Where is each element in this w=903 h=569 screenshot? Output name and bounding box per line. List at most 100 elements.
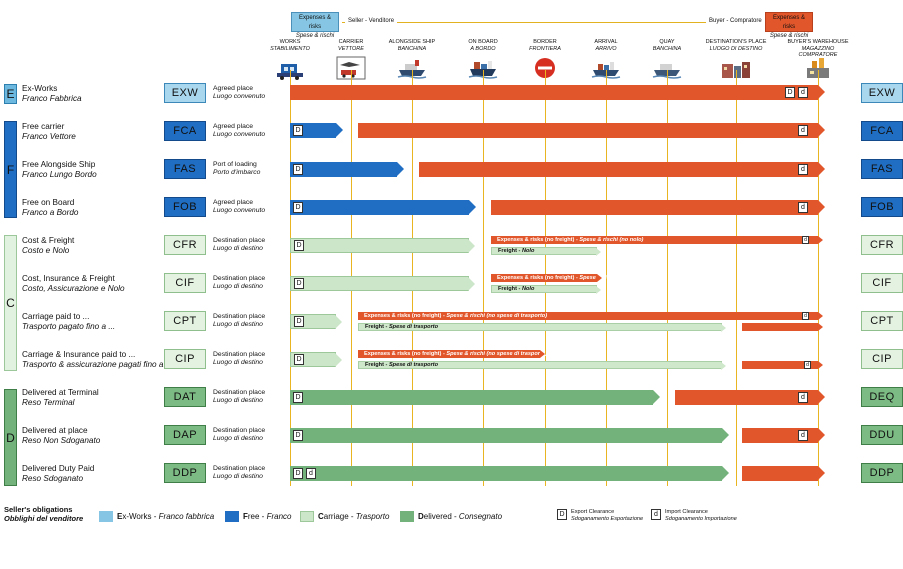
legend-import-mark: d bbox=[651, 509, 661, 520]
buyer-bar-exw: D d bbox=[290, 85, 825, 100]
freight-label-cip: Freight - Spese di trasporto bbox=[365, 362, 439, 368]
seller-bar-cpt: D bbox=[290, 314, 342, 329]
risk-label-cif: Expenses & risks (no freight) - Spese & … bbox=[497, 275, 644, 281]
seller-label: Seller - Venditore bbox=[345, 18, 398, 24]
code-right-dap: DDU bbox=[861, 425, 903, 445]
import-clearance-mark: d bbox=[798, 430, 808, 441]
code-cpt: CPT bbox=[164, 311, 206, 331]
export-clearance-mark: D bbox=[294, 316, 304, 327]
buyer-box-line1: Expenses & risks bbox=[772, 15, 806, 30]
code-ddp: DDP bbox=[164, 463, 206, 483]
freight-bar-cfr: Freight - Nolo bbox=[491, 247, 601, 256]
legend-export-mark: D bbox=[557, 509, 567, 520]
seller-box-line1: Expenses & risks bbox=[298, 15, 332, 30]
buyer-bar-fob: d bbox=[491, 200, 825, 215]
legend-label-d: Delivered - Consegnato bbox=[418, 512, 503, 521]
seller-bar-fob: D bbox=[290, 200, 476, 215]
group-e: E bbox=[4, 84, 17, 104]
freight-bar-cip: Freight - Spese di trasporto bbox=[358, 361, 726, 370]
guide-line-arrival bbox=[606, 70, 607, 486]
buyer-risk-bar-cpt: Expenses & risks (no freight) - Spese & … bbox=[358, 312, 823, 320]
export-clearance-mark: D bbox=[293, 468, 303, 479]
guide-line-on-board bbox=[483, 70, 484, 486]
import-clearance-mark: d bbox=[802, 236, 809, 244]
import-clearance-mark: d bbox=[802, 312, 809, 320]
legend-swatch-d bbox=[400, 511, 414, 522]
code-right-fca: FCA bbox=[861, 121, 903, 141]
export-clearance-mark: D bbox=[293, 202, 303, 213]
seller-bar-cif: D bbox=[290, 276, 475, 291]
buyer-bar-fas: d bbox=[419, 162, 825, 177]
buyer-bar-ddp bbox=[742, 466, 825, 481]
buyer-label: Buyer - Compratore bbox=[706, 18, 765, 24]
buyer-risk-bar-cfr: Expenses & risks (no freight) - Spese & … bbox=[491, 236, 823, 244]
code-right-ddp: DDP bbox=[861, 463, 903, 483]
import-clearance-mark: d bbox=[798, 202, 808, 213]
import-clearance-mark: d bbox=[798, 392, 808, 403]
code-right-cif: CIF bbox=[861, 273, 903, 293]
freight-label-cfr: Freight - Nolo bbox=[498, 248, 535, 254]
seller-bar-cip: D bbox=[290, 352, 342, 367]
risk-label-cpt: Expenses & risks (no freight) - Spese & … bbox=[364, 313, 548, 319]
legend-label-e: Ex-Works - Franco fabbrica bbox=[117, 512, 215, 521]
group-c: C bbox=[4, 235, 17, 371]
code-right-cpt: CPT bbox=[861, 311, 903, 331]
seller-bar-fca: D bbox=[290, 123, 343, 138]
buyer-risk-bar-cip: Expenses & risks (no freight) - Spese & … bbox=[358, 350, 547, 358]
buyer-expenses-box: Expenses & risks Spese & rischi bbox=[765, 12, 813, 39]
code-right-cfr: CFR bbox=[861, 235, 903, 255]
freight-label-cif: Freight - Nolo bbox=[498, 286, 535, 292]
export-clearance-mark: D bbox=[293, 430, 303, 441]
guide-line-quay bbox=[667, 70, 668, 486]
risk-label-cip: Expenses & risks (no freight) - Spese & … bbox=[364, 351, 548, 357]
guide-line-destination bbox=[736, 70, 737, 486]
seller-bar-dap: D bbox=[290, 428, 729, 443]
seller-bar-fas: D bbox=[290, 162, 404, 177]
term-name-cpt: Carriage paid to ...Trasporto pagato fin… bbox=[22, 312, 116, 331]
group-d: D bbox=[4, 389, 17, 486]
buyer-final-bar-cip: d bbox=[742, 361, 823, 369]
export-clearance-mark: D bbox=[293, 392, 303, 403]
seller-bar-ddp: D d bbox=[290, 466, 729, 481]
freight-bar-cpt: Freight - Spese di trasporto bbox=[358, 323, 726, 332]
import-clearance-mark: d bbox=[798, 87, 808, 98]
legend-swatch-e bbox=[99, 511, 113, 522]
code-right-dat: DEQ bbox=[861, 387, 903, 407]
code-cip: CIP bbox=[164, 349, 206, 369]
buyer-bar-fca: d bbox=[358, 123, 825, 138]
seller-bar-dat: D bbox=[290, 390, 660, 405]
import-clearance-mark: d bbox=[798, 125, 808, 136]
code-cif: CIF bbox=[164, 273, 206, 293]
guide-line-warehouse bbox=[818, 70, 819, 486]
destination-warehouse-icon bbox=[722, 62, 750, 78]
freight-label-cpt: Freight - Spese di trasporto bbox=[365, 324, 439, 330]
risk-label-cfr: Expenses & risks (no freight) - Spese & … bbox=[497, 237, 644, 243]
legend-label-f: Free - Franco bbox=[243, 512, 292, 521]
legend-swatch-f bbox=[225, 511, 239, 522]
freight-bar-cif: Freight - Nolo bbox=[491, 285, 601, 294]
code-dap: DAP bbox=[164, 425, 206, 445]
code-fob: FOB bbox=[164, 197, 206, 217]
